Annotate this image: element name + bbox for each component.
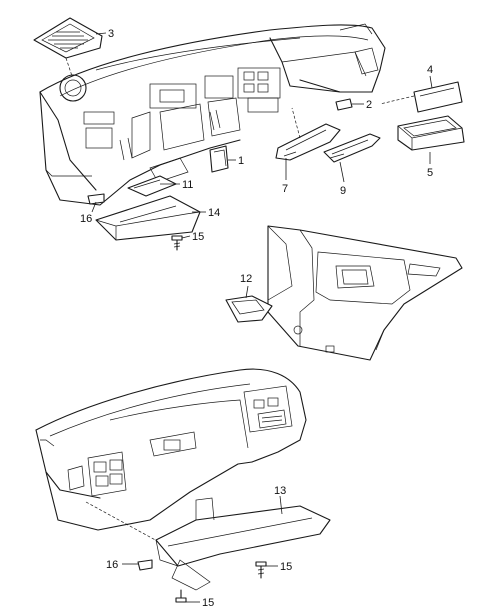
callout-3: 3	[108, 28, 114, 40]
callout-14: 14	[208, 207, 220, 219]
callout-12: 12	[240, 273, 252, 285]
callout-5: 5	[427, 167, 433, 179]
callout-16-upper: 16	[80, 213, 92, 225]
callout-2: 2	[366, 99, 372, 111]
switch-blank-part-1	[209, 145, 229, 173]
speaker-grille-part-3	[33, 17, 103, 77]
glove-box-part-13	[155, 497, 331, 591]
storage-insert-part-4	[379, 81, 463, 113]
callout-11: 11	[182, 179, 193, 191]
callout-13: 13	[274, 485, 286, 497]
callout-4: 4	[427, 64, 433, 76]
screw-part-15-lower-right	[255, 561, 267, 579]
lower-dashboard-assembly	[35, 368, 307, 549]
callout-1: 1	[238, 155, 244, 167]
callout-15-lower-right: 15	[280, 561, 292, 573]
clip-part-16-upper	[87, 193, 105, 205]
storage-tray-part-14	[95, 195, 201, 241]
callout-labels: 3 4 2 1 5 11 7 9 14 16 15 12 13 16 15 15	[80, 28, 433, 608]
upper-dashboard-assembly	[39, 23, 386, 206]
callout-7: 7	[282, 183, 288, 195]
callout-9: 9	[340, 185, 346, 197]
cup-holder-trim-part-12	[225, 295, 273, 323]
tray-part-11	[127, 175, 177, 197]
cover-part-2	[335, 98, 353, 111]
leader-lines	[91, 32, 433, 603]
callout-16-lower: 16	[106, 559, 118, 571]
storage-tray-part-5	[397, 115, 465, 151]
callout-15-lower-bottom: 15	[202, 597, 214, 608]
side-trim-panel	[267, 225, 463, 361]
trim-part-7	[275, 107, 341, 161]
trim-part-9	[323, 133, 381, 163]
clip-part-16-lower	[137, 559, 153, 571]
callout-15-upper: 15	[192, 231, 204, 243]
screw-part-15-upper	[171, 235, 183, 251]
screw-part-15-lower-bottom	[175, 589, 187, 603]
